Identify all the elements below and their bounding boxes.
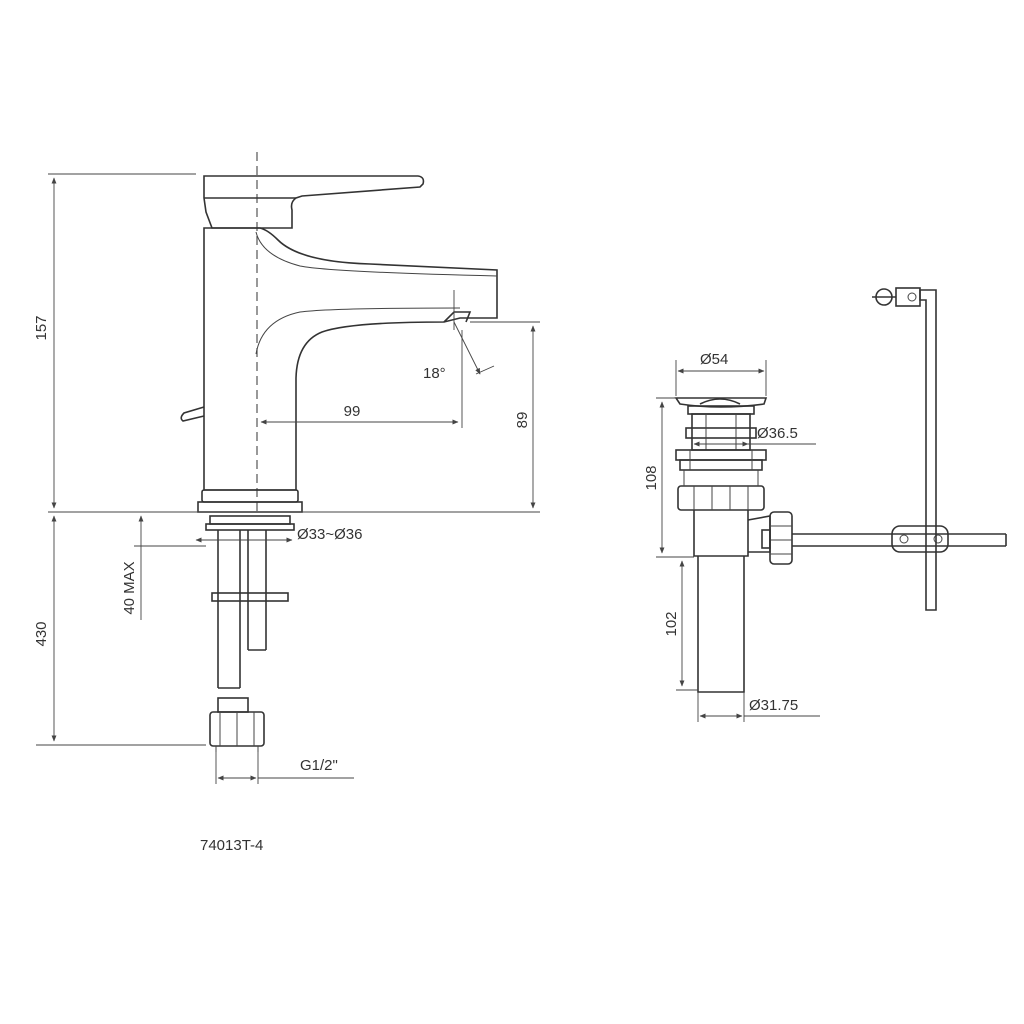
hose-connector bbox=[217, 697, 249, 713]
dim-hose-length: 430 bbox=[33, 621, 50, 646]
spray-angle-line bbox=[453, 321, 481, 375]
dim-drain-top-diameter: Ø54 bbox=[700, 351, 728, 368]
dim-deck-thickness: 40 MAX bbox=[121, 561, 138, 614]
faucet-lever bbox=[203, 175, 425, 229]
linkage-clip bbox=[891, 525, 949, 553]
drain-body bbox=[693, 510, 749, 557]
dim-hole-diameter: Ø33~Ø36 bbox=[297, 526, 362, 543]
popup-rod bbox=[180, 406, 205, 422]
mounting-nut bbox=[209, 515, 291, 525]
drain-nut bbox=[677, 485, 765, 511]
faucet-dimensions: 157 430 40 MAX 99 18° 89 Ø33~Ø36 G1/2" bbox=[33, 173, 540, 784]
dim-spout-height: 89 bbox=[514, 412, 531, 429]
drain-tailpiece bbox=[697, 556, 745, 693]
faucet-body bbox=[203, 227, 498, 491]
dim-spray-angle: 18° bbox=[423, 365, 446, 382]
faucet-base bbox=[201, 489, 299, 503]
drain-assembly bbox=[674, 287, 1007, 693]
model-number: 74013T-4 bbox=[200, 837, 263, 854]
dim-connection-thread: G1/2" bbox=[300, 757, 338, 774]
faucet-aerator bbox=[443, 311, 472, 323]
faucet-outline bbox=[48, 152, 540, 752]
mounting-washer bbox=[211, 592, 289, 602]
dim-total-height: 157 bbox=[33, 315, 50, 340]
drain-dimensions: Ø54 Ø36.5 108 102 Ø31.75 bbox=[643, 351, 820, 722]
dim-drain-body-diameter: Ø36.5 bbox=[757, 425, 798, 442]
dim-spout-reach: 99 bbox=[344, 403, 361, 420]
dim-tail-diameter: Ø31.75 bbox=[749, 697, 798, 714]
dim-drain-body-height: 108 bbox=[643, 465, 660, 490]
drain-side-nut bbox=[769, 511, 793, 565]
linkage-strap bbox=[919, 289, 937, 611]
dim-tail-length: 102 bbox=[663, 611, 680, 636]
drain-cap bbox=[674, 397, 768, 408]
drain-upper-body bbox=[691, 413, 751, 451]
